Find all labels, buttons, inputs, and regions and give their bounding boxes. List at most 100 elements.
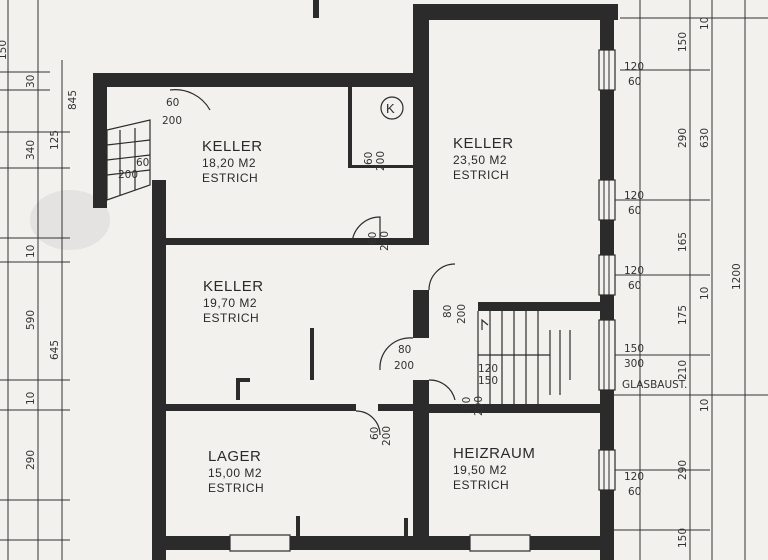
- window-mark-bottom: 60: [628, 76, 641, 88]
- dim-label: 10: [25, 245, 37, 258]
- room-floor: ESTRICH: [453, 168, 509, 182]
- dims-left-extra: 845: [67, 90, 79, 110]
- stair-mark-top: 60: [136, 157, 149, 169]
- room-keller-2: KELLER 23,50 M2 ESTRICH: [453, 135, 514, 182]
- door-mark-7: 60 200: [369, 426, 393, 446]
- dimension-lines-right: [610, 0, 768, 560]
- door-swings: [169, 89, 456, 436]
- room-area: 18,20 M2: [202, 156, 256, 170]
- door-mark-2: 60 200: [363, 151, 387, 171]
- dim-label: 10: [699, 287, 711, 300]
- stair-mark-1: 60 200: [118, 157, 149, 181]
- walls: [93, 4, 618, 560]
- dimension-lines-left: [0, 0, 70, 560]
- door-mark-5: 80 200: [394, 344, 414, 372]
- dim-label: 290: [25, 450, 37, 470]
- door-mark-top: 60: [363, 152, 375, 165]
- window-mark-top: 120: [624, 61, 644, 73]
- room-area: 23,50 M2: [453, 153, 507, 167]
- room-heizraum: HEIZRAUM 19,50 M2 ESTRICH: [453, 445, 535, 492]
- dim-label: 175: [677, 305, 689, 325]
- stair-mark-bottom: 150: [478, 375, 498, 387]
- window-mark-top: 120: [624, 471, 644, 483]
- door-mark-top: 60: [166, 97, 179, 109]
- left-stair: [106, 119, 151, 201]
- top-opening-mark: [313, 0, 319, 18]
- dim-label: 30: [25, 75, 37, 88]
- room-name: KELLER: [203, 278, 264, 295]
- dim-label: 645: [49, 340, 61, 360]
- stair-mark-2: 120 150: [478, 363, 498, 387]
- dim-label: 290: [677, 128, 689, 148]
- dims-left-inner: 125 645: [49, 130, 61, 360]
- door-mark-top: 80: [461, 397, 473, 410]
- door-mark-bottom: 200: [379, 231, 391, 251]
- dim-label: 10: [699, 17, 711, 30]
- dim-label: 340: [25, 140, 37, 160]
- window-mark-1: 120 60: [624, 61, 644, 88]
- stair-mark-top: 120: [478, 363, 498, 375]
- right-windows: [598, 49, 616, 491]
- door-mark-3: 60 200: [367, 231, 391, 251]
- room-floor: ESTRICH: [208, 481, 264, 495]
- central-stair: [477, 311, 571, 404]
- window-mark-bottom: 60: [628, 486, 641, 498]
- dim-label: 125: [49, 130, 61, 150]
- door-mark-6: 80 200: [461, 396, 485, 416]
- dim-label: 590: [25, 310, 37, 330]
- k-symbol-label: K: [386, 101, 395, 116]
- room-name: LAGER: [208, 448, 261, 465]
- window-mark-3: 120 60: [624, 265, 644, 292]
- bottom-windows: [229, 534, 531, 552]
- room-name: KELLER: [453, 135, 514, 152]
- dim-label: 150: [677, 32, 689, 52]
- door-mark-bottom: 200: [381, 426, 393, 446]
- window-mark-top: 120: [624, 190, 644, 202]
- dim-label: 1200: [731, 263, 743, 290]
- window-mark-bottom: 300: [624, 358, 644, 370]
- window-glazing-lines: [603, 50, 610, 490]
- door-mark-top: 80: [398, 344, 411, 356]
- room-area: 15,00 M2: [208, 466, 262, 480]
- door-mark-1: 60 200: [162, 97, 182, 127]
- glasbaust-label: GLASBAUST.: [622, 379, 687, 391]
- room-floor: ESTRICH: [453, 478, 509, 492]
- dim-label: 290: [677, 460, 689, 480]
- stair-mark-bottom: 200: [118, 169, 138, 181]
- door-mark-top: 80: [442, 305, 454, 318]
- window-mark-4: 150 300: [624, 343, 644, 370]
- door-mark-bottom: 200: [394, 360, 414, 372]
- dim-label: 630: [699, 128, 711, 148]
- door-mark-4: 80 200: [442, 304, 468, 324]
- window-mark-bottom: 60: [628, 280, 641, 292]
- window-mark-top: 120: [624, 265, 644, 277]
- partitions: [166, 87, 413, 411]
- window-mark-top: 150: [624, 343, 644, 355]
- room-keller-3: KELLER 19,70 M2 ESTRICH: [203, 278, 264, 325]
- dims-left-outer: 150 30 340 10 590 10 290: [0, 40, 37, 470]
- misc-marks: [236, 328, 408, 536]
- door-mark-top: 60: [367, 232, 379, 245]
- room-lager: LAGER 15,00 M2 ESTRICH: [208, 448, 264, 495]
- paper-smudge: [30, 190, 110, 250]
- room-name: HEIZRAUM: [453, 445, 535, 462]
- room-area: 19,50 M2: [453, 463, 507, 477]
- dim-label: 845: [67, 90, 79, 110]
- door-mark-top: 60: [369, 427, 381, 440]
- dims-right-total: 1200: [731, 263, 743, 290]
- dims-right-a: 150 290 165 175 210 290 150: [677, 32, 689, 548]
- dim-label: 10: [25, 392, 37, 405]
- room-keller-1: KELLER 18,20 M2 ESTRICH: [202, 138, 262, 185]
- door-mark-bottom: 200: [456, 304, 468, 324]
- dim-label: 150: [677, 528, 689, 548]
- door-mark-bottom: 200: [375, 151, 387, 171]
- dim-label: 210: [677, 360, 689, 380]
- dim-label: 150: [0, 40, 9, 60]
- room-floor: ESTRICH: [203, 311, 259, 325]
- room-area: 19,70 M2: [203, 296, 257, 310]
- k-circle-symbol: [380, 96, 404, 120]
- window-mark-bottom: 60: [628, 205, 641, 217]
- door-mark-bottom: 200: [473, 396, 485, 416]
- door-mark-bottom: 200: [162, 115, 182, 127]
